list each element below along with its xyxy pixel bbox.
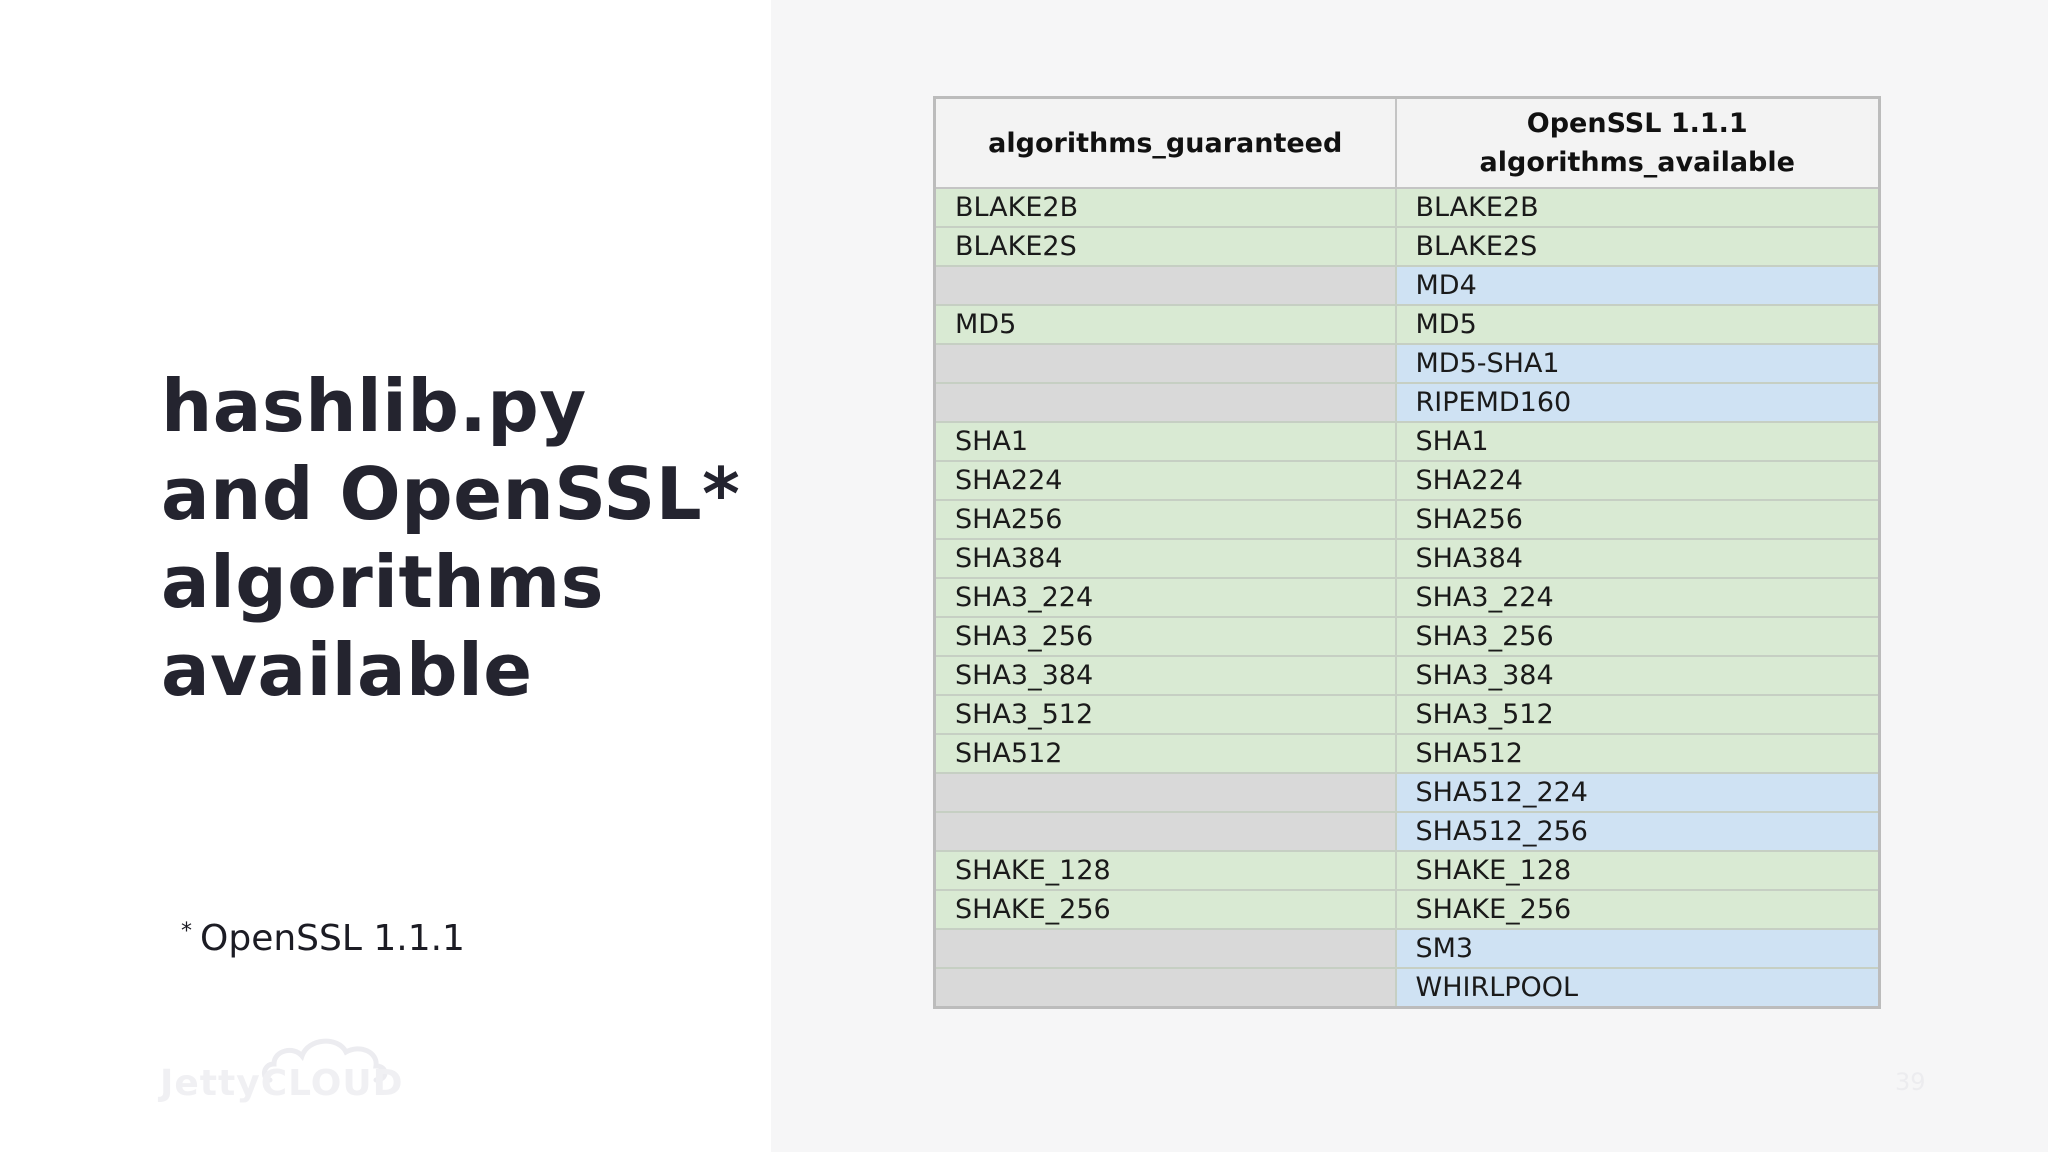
guaranteed-cell: SHA256 bbox=[933, 499, 1397, 540]
header-guaranteed-text: algorithms_guaranteed bbox=[988, 127, 1343, 159]
slide-title: hashlib.py and OpenSSL* algorithms avail… bbox=[161, 362, 740, 714]
table-row: SHA512_256 bbox=[933, 811, 1881, 852]
available-cell: SHAKE_128 bbox=[1394, 850, 1881, 891]
table-row: RIPEMD160 bbox=[933, 382, 1881, 423]
available-cell: WHIRLPOOL bbox=[1394, 967, 1881, 1009]
available-cell: MD5-SHA1 bbox=[1394, 343, 1881, 384]
title-line: and OpenSSL* bbox=[161, 452, 741, 536]
table-row: SHA512_224 bbox=[933, 772, 1881, 813]
table-row: MD5-SHA1 bbox=[933, 343, 1881, 384]
available-cell: BLAKE2S bbox=[1394, 226, 1881, 267]
guaranteed-cell: SHA3_224 bbox=[933, 577, 1397, 618]
available-cell: SHA1 bbox=[1394, 421, 1881, 462]
guaranteed-cell: SHA224 bbox=[933, 460, 1397, 501]
guaranteed-cell bbox=[933, 265, 1397, 306]
cloud-icon bbox=[262, 1038, 388, 1083]
footnote-marker: * bbox=[181, 919, 192, 944]
guaranteed-cell: SHA384 bbox=[933, 538, 1397, 579]
guaranteed-cell bbox=[933, 811, 1397, 852]
available-cell: BLAKE2B bbox=[1394, 187, 1881, 228]
guaranteed-cell: BLAKE2S bbox=[933, 226, 1397, 267]
left-panel: hashlib.py and OpenSSL* algorithms avail… bbox=[0, 0, 771, 1152]
logo-text-right: CLOUD bbox=[260, 1063, 404, 1104]
guaranteed-cell: SHA1 bbox=[933, 421, 1397, 462]
table-row: SM3 bbox=[933, 928, 1881, 969]
table-row: MD4 bbox=[933, 265, 1881, 306]
title-line: algorithms bbox=[161, 540, 605, 624]
available-cell: MD5 bbox=[1394, 304, 1881, 345]
guaranteed-cell: SHA512 bbox=[933, 733, 1397, 774]
footnote-text: OpenSSL 1.1.1 bbox=[200, 918, 465, 959]
footnote: * OpenSSL 1.1.1 bbox=[181, 918, 465, 959]
available-cell: MD4 bbox=[1394, 265, 1881, 306]
available-cell: SHA3_224 bbox=[1394, 577, 1881, 618]
guaranteed-cell: SHA3_512 bbox=[933, 694, 1397, 735]
available-cell: SM3 bbox=[1394, 928, 1881, 969]
guaranteed-cell: BLAKE2B bbox=[933, 187, 1397, 228]
available-cell: SHA384 bbox=[1394, 538, 1881, 579]
guaranteed-cell: SHA3_256 bbox=[933, 616, 1397, 657]
available-cell: SHAKE_256 bbox=[1394, 889, 1881, 930]
title-line: hashlib.py bbox=[161, 364, 587, 448]
available-cell: SHA3_384 bbox=[1394, 655, 1881, 696]
guaranteed-cell: SHA3_384 bbox=[933, 655, 1397, 696]
header-available-line-2: algorithms_available bbox=[1479, 147, 1795, 178]
header-guaranteed: algorithms_guaranteed bbox=[933, 96, 1397, 189]
guaranteed-cell: SHAKE_256 bbox=[933, 889, 1397, 930]
guaranteed-cell bbox=[933, 343, 1397, 384]
guaranteed-cell: MD5 bbox=[933, 304, 1397, 345]
table-header-row: algorithms_guaranteed OpenSSL 1.1.1 algo… bbox=[933, 96, 1881, 189]
title-line: available bbox=[161, 628, 533, 712]
available-cell: SHA224 bbox=[1394, 460, 1881, 501]
header-available-line-1: OpenSSL 1.1.1 bbox=[1526, 108, 1748, 139]
available-cell: SHA512 bbox=[1394, 733, 1881, 774]
company-logo: JettyCLOUD bbox=[160, 1034, 403, 1104]
guaranteed-cell: SHAKE_128 bbox=[933, 850, 1397, 891]
algorithms-table: algorithms_guaranteed OpenSSL 1.1.1 algo… bbox=[933, 96, 1881, 1009]
available-cell: SHA512_224 bbox=[1394, 772, 1881, 813]
available-cell: SHA3_256 bbox=[1394, 616, 1881, 657]
logo-wordmark: JettyCLOUD bbox=[160, 1063, 404, 1104]
available-cell: RIPEMD160 bbox=[1394, 382, 1881, 423]
table-row: WHIRLPOOL bbox=[933, 967, 1881, 1009]
header-available: OpenSSL 1.1.1 algorithms_available bbox=[1394, 96, 1881, 189]
guaranteed-cell bbox=[933, 382, 1397, 423]
available-cell: SHA3_512 bbox=[1394, 694, 1881, 735]
guaranteed-cell bbox=[933, 772, 1397, 813]
guaranteed-cell bbox=[933, 967, 1397, 1009]
logo-text-left: Jetty bbox=[160, 1063, 261, 1104]
available-cell: SHA256 bbox=[1394, 499, 1881, 540]
guaranteed-cell bbox=[933, 928, 1397, 969]
available-cell: SHA512_256 bbox=[1394, 811, 1881, 852]
page-number: 39 bbox=[1895, 1068, 1926, 1096]
